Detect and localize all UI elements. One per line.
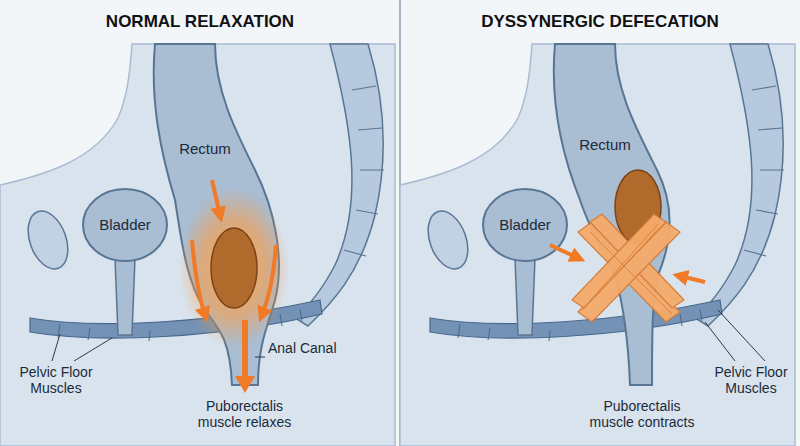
- muscle-label: Puborectalis muscle relaxes: [187, 398, 302, 430]
- panel-heading: DYSSYNERGIC DEFECATION: [400, 12, 800, 32]
- organ-label: Bladder: [480, 216, 570, 233]
- part-label: Anal Canal: [268, 340, 338, 356]
- muscle-label: Puborectalis muscle contracts: [581, 398, 703, 430]
- organ-label: Rectum: [160, 140, 250, 157]
- muscle-label: Pelvic Floor Muscles: [706, 364, 796, 396]
- organ-label: Bladder: [80, 216, 170, 233]
- panel-heading: NORMAL RELAXATION: [0, 12, 400, 32]
- muscle-label: Pelvic Floor Muscles: [6, 364, 106, 396]
- organ-label: Rectum: [560, 136, 650, 153]
